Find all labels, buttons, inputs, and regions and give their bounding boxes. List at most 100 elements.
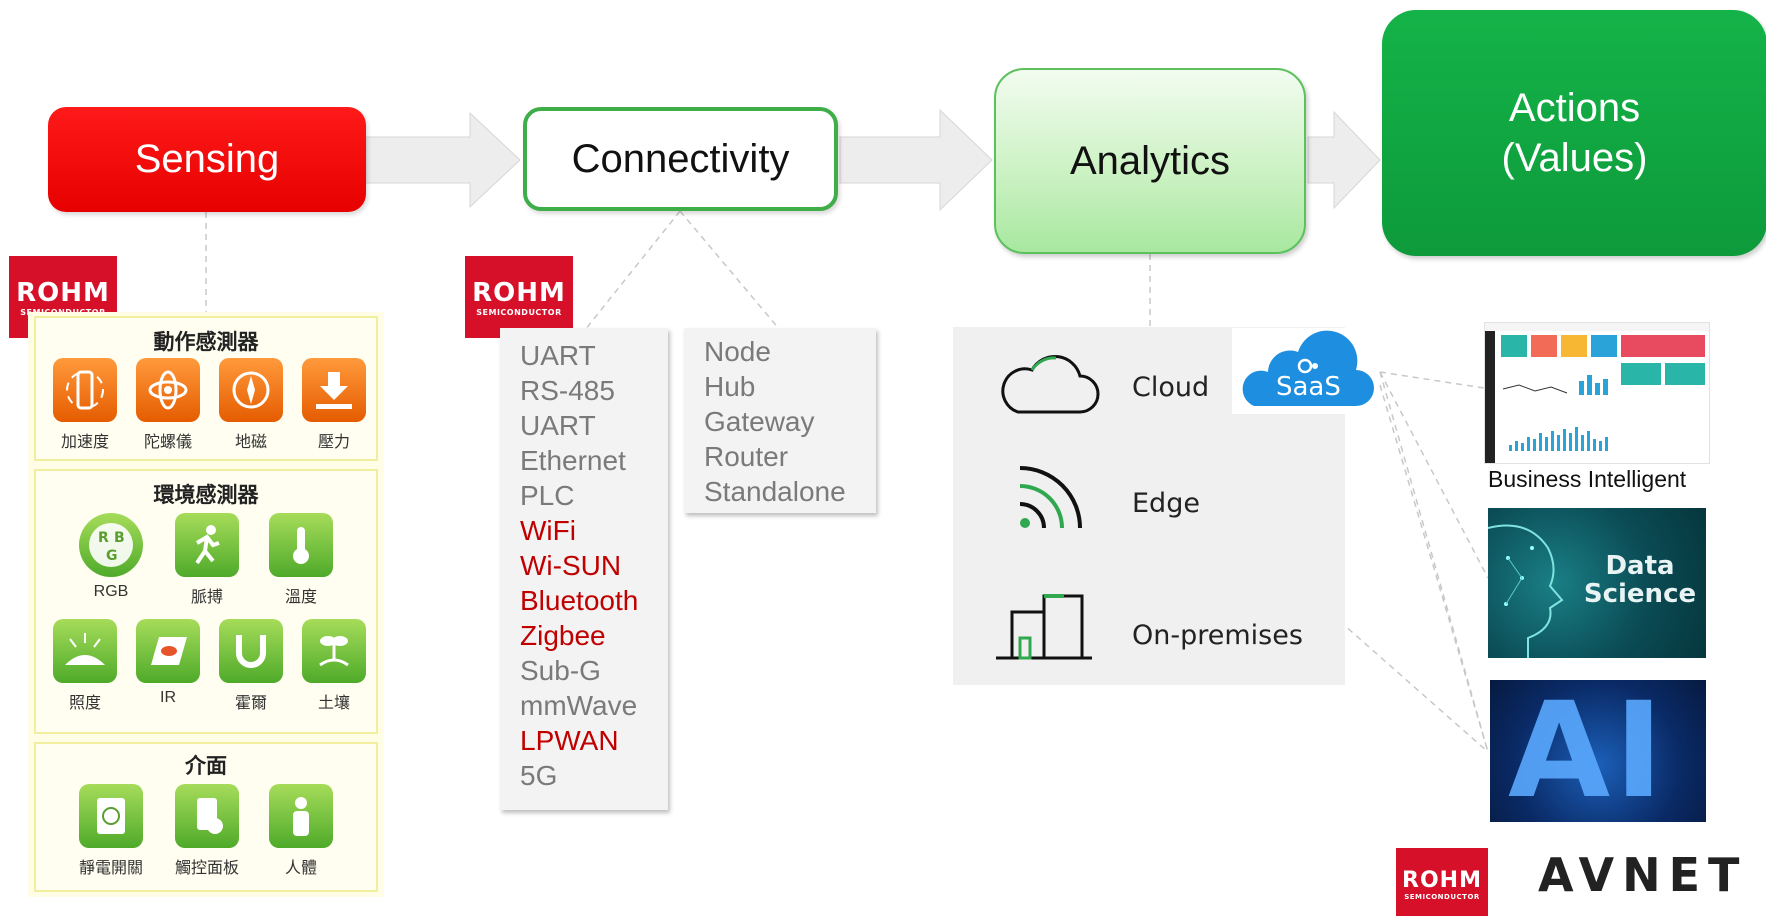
dash-saas-ds (1379, 371, 1489, 579)
dash-connect-left (584, 210, 681, 331)
motion-sensor-group: 動作感測器 加速度 陀螺儀 地磁 壓力 (34, 316, 378, 461)
protocol-item: Sub-G (520, 655, 601, 686)
bi-tile-coral (1531, 335, 1557, 357)
protocol-item: 5G (520, 760, 558, 791)
rohm-logo-connectivity: ROHM SEMICONDUCTOR (465, 256, 573, 338)
interface-sensor-title: 介面 (185, 755, 227, 778)
sensor-label: IR (160, 689, 176, 706)
analytics-edge-label: Edge (1132, 488, 1200, 519)
bi-chart-graphic (1502, 375, 1608, 451)
buildings-icon (996, 594, 1092, 660)
topology-item: Gateway (704, 406, 815, 437)
arrow-analytics-actions (1307, 110, 1381, 210)
gyroscope-icon (136, 358, 200, 422)
sensor-ir: IR (133, 619, 203, 707)
bi-tile-red (1621, 335, 1705, 357)
touch-icon (175, 784, 239, 848)
light-icon (53, 619, 117, 683)
tablet-icon (79, 784, 143, 848)
ai-text: AI (1508, 680, 1668, 822)
rohm-logo-sub: SEMICONDUCTOR (1404, 893, 1480, 901)
sensor-label: 溫度 (284, 589, 317, 606)
motion-sensor-title: 動作感測器 (153, 331, 259, 354)
data-science-line2: Science (1583, 579, 1697, 609)
sensor-temperature: 溫度 (266, 513, 336, 607)
thermometer-icon (269, 513, 333, 577)
sensor-label: 土壤 (317, 695, 350, 712)
data-science-image: Data Science (1488, 508, 1706, 658)
compass-icon (219, 358, 283, 422)
head-profile-graphic (1488, 524, 1564, 658)
svg-text:R: R (98, 530, 109, 546)
stage-actions-line2: (Values) (1501, 136, 1648, 180)
analytics-cloud-label: Cloud (1132, 372, 1210, 403)
sensor-label: 地磁 (234, 434, 267, 451)
sensor-capacitive-switch: 靜電開關 (76, 784, 146, 878)
sensor-accelerometer: 加速度 (50, 358, 120, 452)
arrow-connectivity-analytics (839, 108, 993, 212)
sensor-touch-panel: 觸控面板 (172, 784, 242, 878)
sensor-label: 脈搏 (190, 589, 223, 606)
sensor-soil: 土壤 (299, 619, 369, 713)
dash-saas-bi (1379, 371, 1485, 389)
dash-connect-right (679, 210, 781, 331)
protocol-item: WiFi (520, 515, 576, 546)
person-icon (269, 784, 333, 848)
topology-item: Hub (704, 371, 756, 402)
pressure-icon (302, 358, 366, 422)
bi-tile-teal-3 (1665, 363, 1705, 385)
stage-sensing: Sensing (48, 107, 366, 212)
protocol-item: PLC (520, 480, 575, 511)
rohm-logo-text: ROHM (1402, 868, 1482, 893)
stage-sensing-label: Sensing (134, 137, 280, 181)
phone-icon (53, 358, 117, 422)
stage-actions: Actions (Values) (1382, 10, 1766, 256)
sensor-geomagnetic: 地磁 (216, 358, 286, 452)
saas-badge: SaaS (1232, 328, 1378, 414)
svg-text:B: B (114, 530, 125, 546)
avnet-logo: AVNET (1538, 848, 1748, 902)
protocol-item: Wi-SUN (520, 550, 622, 581)
plant-icon (302, 619, 366, 683)
wireless-signal-icon (1019, 466, 1082, 529)
stage-connectivity: Connectivity (523, 107, 838, 211)
ai-image: AI (1490, 680, 1706, 822)
sensor-label: 加速度 (60, 434, 109, 451)
bi-dashboard-image (1484, 322, 1710, 464)
protocol-item: RS-485 (520, 375, 615, 406)
stage-analytics-label: Analytics (1069, 138, 1231, 183)
sensor-illuminance: 照度 (50, 619, 120, 713)
analytics-onprem-label: On-premises (1132, 620, 1303, 651)
interface-sensor-group: 介面 靜電開關 觸控面板 人體 (34, 742, 378, 892)
dash-saas-ai-1 (1379, 371, 1489, 753)
protocol-item: mmWave (520, 690, 638, 721)
bi-tile-teal (1501, 335, 1527, 357)
bi-header-bar (1485, 323, 1709, 331)
sensor-hall: 霍爾 (216, 619, 286, 713)
protocol-item: Bluetooth (520, 585, 639, 616)
rohm-logo-text: ROHM (16, 278, 110, 308)
cloud-icon (1001, 354, 1100, 414)
sensor-label: 靜電開關 (78, 860, 143, 877)
sensor-label: 霍爾 (234, 695, 267, 712)
rohm-logo-sub: SEMICONDUCTOR (476, 308, 562, 317)
protocol-item: Ethernet (520, 445, 626, 476)
saas-label: SaaS (1276, 372, 1341, 402)
protocol-item: Zigbee (520, 620, 606, 651)
sensor-label: 壓力 (317, 434, 350, 451)
arrow-sensing-connectivity (365, 111, 521, 209)
bi-sidebar (1485, 331, 1495, 463)
bi-tile-amber (1561, 335, 1587, 357)
sensor-pulse: 脈搏 (172, 513, 242, 607)
environment-sensor-title: 環境感測器 (153, 484, 259, 507)
protocol-item: LPWAN (520, 725, 619, 756)
bi-tile-teal-2 (1621, 363, 1661, 385)
sensor-label: 人體 (284, 860, 317, 877)
stage-actions-line1: Actions (1508, 86, 1641, 130)
